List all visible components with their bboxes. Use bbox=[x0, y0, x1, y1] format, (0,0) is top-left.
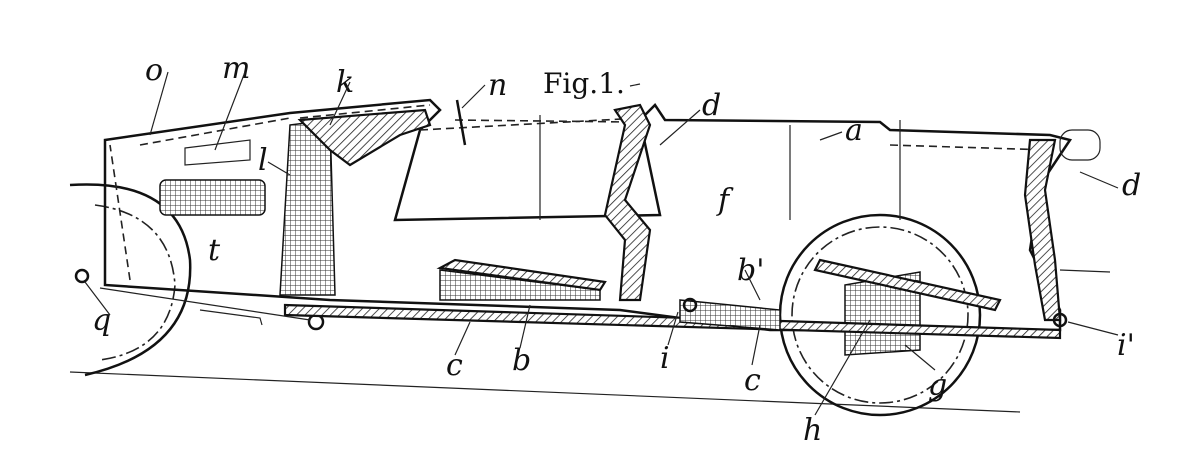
figure-title: Fig.1. bbox=[543, 67, 625, 100]
body-outline bbox=[99, 98, 1111, 340]
rear-wheel bbox=[778, 213, 982, 417]
label-d-top: d bbox=[702, 88, 721, 123]
front-wheel bbox=[69, 183, 325, 377]
label-k: k bbox=[336, 65, 354, 100]
label-g: g bbox=[928, 368, 947, 403]
tank-t bbox=[159, 179, 266, 216]
ground-line bbox=[69, 371, 1021, 413]
label-n: n bbox=[488, 68, 507, 103]
label-c-right: c bbox=[744, 363, 761, 398]
label-l: l bbox=[258, 143, 268, 178]
label-d-right: d bbox=[1122, 168, 1141, 203]
label-i: i bbox=[660, 341, 670, 376]
label-q: q bbox=[92, 303, 111, 338]
label-c-left: c bbox=[446, 348, 463, 383]
label-h: h bbox=[803, 413, 822, 448]
label-o: o bbox=[145, 53, 163, 88]
label-f: f bbox=[716, 183, 734, 218]
label-b: b bbox=[512, 343, 531, 378]
label-m: m bbox=[222, 51, 250, 86]
label-i-prime: i' bbox=[1117, 328, 1135, 363]
label-a: a bbox=[845, 113, 863, 148]
label-t: t bbox=[208, 233, 221, 268]
